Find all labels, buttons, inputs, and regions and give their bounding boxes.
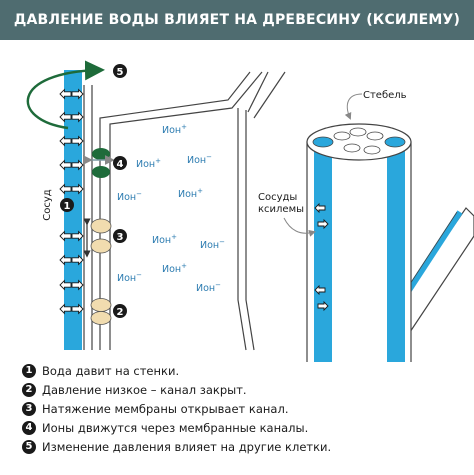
legend-text: Давление низкое – канал закрыт.: [42, 383, 247, 397]
svg-text:5: 5: [117, 67, 124, 78]
header-bar: ДАВЛЕНИЕ ВОДЫ ВЛИЯЕТ НА ДРЕВЕСИНУ (КСИЛЕ…: [0, 0, 474, 40]
legend-number: 3: [22, 402, 36, 416]
pressure-arrow-icon: [71, 159, 84, 171]
pressure-arrow-icon: [317, 218, 329, 230]
pressure-arrow-icon: [59, 135, 72, 147]
channel-icon: [92, 166, 110, 178]
pressure-arrows: [314, 202, 329, 312]
pressure-arrow-icon: [59, 111, 72, 123]
ion-label: Ион−: [200, 238, 225, 251]
pressure-arrow-icon: [71, 230, 84, 242]
pressure-arrow-icon: [59, 303, 72, 315]
pressure-arrow-icon: [314, 284, 326, 296]
legend-number: 2: [22, 383, 36, 397]
pressure-arrows: [59, 88, 84, 315]
channel-icon: [90, 298, 112, 312]
curved-arrow-icon: [26, 60, 105, 130]
legend-number: 4: [22, 421, 36, 435]
marker-3: 3: [113, 229, 127, 243]
pointer-arrow-icon: [344, 93, 363, 120]
pressure-arrow-icon: [59, 159, 72, 171]
channel-open: [83, 148, 115, 178]
legend-item: 5 Изменение давления влияет на другие кл…: [22, 439, 462, 458]
vessel-label: Сосуд: [42, 189, 53, 221]
pressure-arrow-icon: [59, 230, 72, 242]
pressure-arrow-icon: [71, 111, 84, 123]
channel-closed: [90, 298, 112, 325]
channel-icon: [92, 148, 110, 160]
pressure-arrow-icon: [71, 303, 84, 315]
pressure-arrow-icon: [71, 88, 84, 100]
marker-4: 4: [113, 156, 127, 170]
marker-2: 2: [113, 304, 127, 318]
pressure-arrow-icon: [71, 135, 84, 147]
channel-stretched: [83, 218, 112, 258]
pressure-arrow-icon: [317, 300, 329, 312]
ion-label: Ион−: [117, 190, 142, 203]
xylem-vessels-label: Сосуды ксилемы: [258, 192, 304, 215]
ion-label: Ион+: [178, 187, 203, 200]
legend-item: 2 Давление низкое – канал закрыт.: [22, 382, 462, 401]
marker-5: 5: [113, 64, 127, 78]
ion-labels: Ион+ Ион+ Ион− Ион− Ион+ Ион+ Ион− Ион− …: [117, 123, 225, 294]
stem-label: Стебель: [363, 90, 407, 101]
legend-text: Натяжение мембраны открывает канал.: [42, 402, 289, 416]
pressure-arrow-icon: [59, 183, 72, 195]
cell-walls: [83, 71, 286, 351]
pressure-arrow-icon: [71, 254, 84, 266]
pressure-arrow-icon: [59, 254, 72, 266]
channel-icon: [90, 238, 112, 254]
legend-text: Изменение давления влияет на другие клет…: [42, 440, 332, 454]
legend-item: 1 Вода давит на стенки.: [22, 363, 462, 382]
legend-text: Ионы движутся через мембранные каналы.: [42, 421, 309, 435]
ion-label: Ион+: [136, 157, 161, 170]
pressure-arrow-icon: [71, 183, 84, 195]
stem: [306, 123, 474, 362]
pressure-arrow-icon: [59, 279, 72, 291]
legend-text: Вода давит на стенки.: [42, 364, 180, 378]
pressure-arrow-icon: [59, 88, 72, 100]
svg-text:3: 3: [117, 232, 124, 243]
marker-1: 1: [60, 198, 74, 212]
legend-item: 3 Натяжение мембраны открывает канал.: [22, 401, 462, 420]
svg-text:4: 4: [117, 159, 124, 170]
legend-number: 1: [22, 364, 36, 378]
legend: 1 Вода давит на стенки. 2 Давление низко…: [22, 363, 462, 458]
ion-label: Ион−: [196, 281, 221, 294]
legend-item: 4 Ионы движутся через мембранные каналы.: [22, 420, 462, 439]
ion-label: Ион−: [117, 271, 142, 284]
svg-text:1: 1: [64, 201, 71, 212]
ion-label: Ион−: [187, 153, 212, 166]
channel-icon: [90, 218, 112, 234]
ion-label: Ион+: [162, 262, 187, 275]
pressure-arrow-icon: [314, 202, 326, 214]
svg-text:2: 2: [117, 307, 124, 318]
pressure-arrow-icon: [71, 279, 84, 291]
channel-icon: [90, 311, 112, 325]
ion-label: Ион+: [162, 123, 187, 136]
legend-number: 5: [22, 440, 36, 454]
pointer-arrow-icon: [283, 217, 316, 237]
xylem-diagram: 5 4 3 2 1 Сосуд Ион+ Ион+ Ион− Ион− Ион+…: [26, 60, 474, 362]
page-title: ДАВЛЕНИЕ ВОДЫ ВЛИЯЕТ НА ДРЕВЕСИНУ (КСИЛЕ…: [13, 12, 461, 28]
ion-label: Ион+: [152, 233, 177, 246]
